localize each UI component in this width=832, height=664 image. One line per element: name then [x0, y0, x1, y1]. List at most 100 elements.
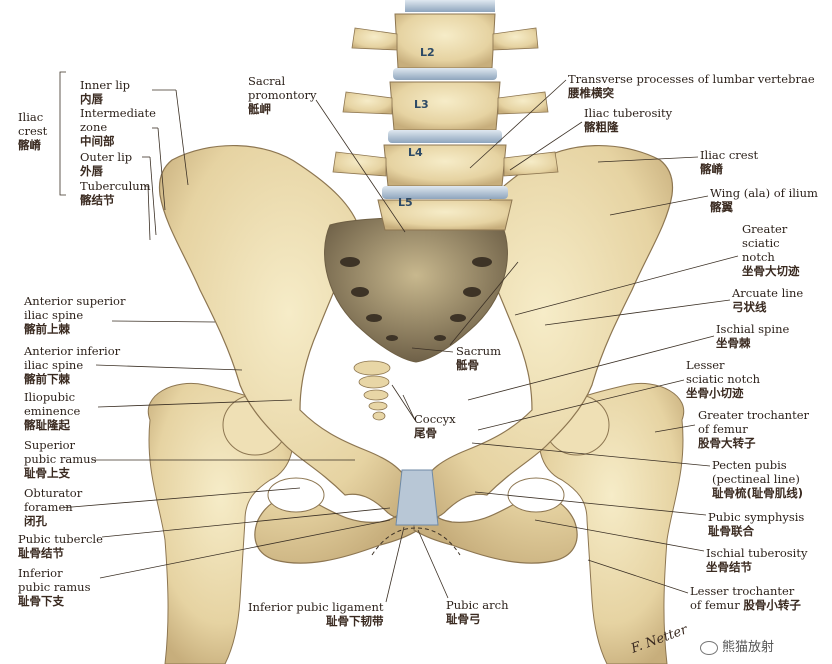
label-anterior-inferior-iliac-spine: Anterior inferior iliac spine 髂前下棘	[24, 344, 120, 386]
label-en: Intermediate	[80, 106, 156, 120]
label-en: Greater trochanter	[698, 408, 810, 422]
label-en: pubic ramus	[18, 580, 91, 594]
label-zh: 髂翼	[710, 200, 733, 214]
label-zh: 坐骨棘	[716, 336, 751, 350]
label-en: Greater	[742, 222, 788, 236]
label-anterior-superior-iliac-spine: Anterior superior iliac spine 髂前上棘	[24, 294, 125, 336]
sacrum	[324, 217, 508, 363]
label-inner-lip: Inner lip 内唇	[80, 78, 130, 106]
label-en: Lesser	[686, 358, 725, 372]
label-en: Superior	[24, 438, 76, 452]
label-iliac-crest-right: Iliac crest 髂嵴	[700, 148, 758, 176]
vertebra-label-l3: L3	[414, 98, 429, 111]
label-zh: 骶岬	[248, 102, 271, 116]
left-hip-bone	[158, 145, 419, 564]
label-zh: 髂结节	[80, 193, 115, 207]
label-zh: 坐骨结节	[706, 560, 752, 574]
label-pubic-arch: Pubic arch 耻骨弓	[446, 598, 508, 626]
wechat-icon	[700, 640, 718, 655]
label-zh: 耻骨弓	[446, 612, 481, 626]
label-pubic-symphysis: Pubic symphysis 耻骨联合	[708, 510, 804, 538]
watermark-text: 熊猫放射	[722, 640, 775, 655]
label-en: sciatic notch	[686, 372, 761, 386]
label-wing-of-ilium: Wing (ala) of ilium 髂翼	[710, 186, 818, 214]
label-intermediate-zone: Intermediate zone 中间部	[80, 106, 156, 148]
label-en: sciatic	[742, 236, 780, 250]
label-arcuate-line: Arcuate line 弓状线	[732, 286, 803, 314]
label-zh: 闭孔	[24, 514, 47, 528]
label-en: Sacral	[248, 74, 286, 88]
label-en: Ischial spine	[716, 322, 790, 336]
label-greater-sciatic-notch: Greater sciatic notch 坐骨大切迹	[742, 222, 800, 278]
label-zh: 尾骨	[414, 426, 437, 440]
watermark: 熊猫放射	[700, 636, 774, 655]
label-zh: 股骨大转子	[698, 436, 756, 450]
label-zh: 坐骨小切迹	[686, 386, 744, 400]
label-en: Inner lip	[80, 78, 131, 92]
label-en: Arcuate line	[732, 286, 804, 300]
label-en: Iliac tuberosity	[584, 106, 673, 120]
label-en: notch	[742, 250, 775, 264]
leader-lines	[59, 71, 739, 603]
label-en: Iliac crest	[700, 148, 759, 162]
lumbar-spine	[332, 0, 559, 231]
label-en: Iliopubic	[24, 390, 76, 404]
label-en: eminence	[24, 404, 81, 418]
label-en: Inferior	[18, 566, 63, 580]
label-lesser-trochanter: Lesser trochanter of femur 股骨小转子	[690, 584, 801, 612]
label-en: crest	[18, 124, 48, 138]
label-zh: 股骨小转子	[743, 598, 801, 612]
label-transverse-processes: Transverse processes of lumbar vertebrae…	[568, 72, 815, 100]
label-en: promontory	[248, 88, 317, 102]
label-en: foramen	[24, 500, 73, 514]
label-en: Anterior superior	[24, 294, 126, 308]
label-zh: 内唇	[80, 92, 103, 106]
label-zh: 髂前上棘	[24, 322, 70, 336]
label-en: of femur	[698, 422, 748, 436]
label-obturator-foramen: Obturator foramen 闭孔	[24, 486, 82, 528]
pubic-symphysis-cartilage	[395, 469, 439, 526]
label-zh: 弓状线	[732, 300, 767, 314]
coccyx	[353, 360, 391, 421]
label-zh: 耻骨上支	[24, 466, 70, 480]
label-en: Ischial tuberosity	[706, 546, 808, 560]
label-iliopubic-eminence: Iliopubic eminence 髂耻隆起	[24, 390, 80, 432]
label-en: Coccyx	[414, 412, 456, 426]
label-en: Lesser trochanter	[690, 584, 795, 598]
label-ischial-spine: Ischial spine 坐骨棘	[716, 322, 789, 350]
label-zh: 耻骨梳(耻骨肌线)	[712, 486, 804, 500]
label-en: Inferior pubic ligament	[248, 600, 384, 614]
label-lesser-sciatic-notch: Lesser sciatic notch 坐骨小切迹	[686, 358, 760, 400]
label-zh: 腰椎横突	[568, 86, 614, 100]
label-en: Iliac	[18, 110, 44, 124]
vertebra-label-l5: L5	[398, 196, 413, 209]
label-en: Pecten pubis	[712, 458, 787, 472]
label-zh: 髂前下棘	[24, 372, 70, 386]
label-greater-trochanter: Greater trochanter of femur 股骨大转子	[698, 408, 809, 450]
label-en: Transverse processes of lumbar vertebrae	[568, 72, 815, 86]
label-outer-lip: Outer lip 外唇	[80, 150, 132, 178]
label-en: Pubic arch	[446, 598, 509, 612]
label-zh: 外唇	[80, 164, 103, 178]
label-en: Pubic symphysis	[708, 510, 805, 524]
label-en: Outer lip	[80, 150, 133, 164]
right-hip-bone	[413, 145, 674, 564]
label-en: Pubic tubercle	[18, 532, 103, 546]
label-en: zone	[80, 120, 108, 134]
label-zh: 髂嵴	[700, 162, 723, 176]
label-zh: 耻骨下支	[18, 594, 64, 608]
label-inferior-pubic-ligament: Inferior pubic ligament 耻骨下韧带	[248, 600, 383, 628]
label-zh: 骶骨	[456, 358, 479, 372]
label-zh: 坐骨大切迹	[742, 264, 800, 278]
label-en: of femur	[690, 598, 740, 612]
label-zh: 髂耻隆起	[24, 418, 70, 432]
label-coccyx: Coccyx 尾骨	[414, 412, 456, 440]
label-en: Wing (ala) of ilium	[710, 186, 818, 200]
label-en: Obturator	[24, 486, 83, 500]
label-en: Anterior inferior	[24, 344, 121, 358]
vertebra-label-l2: L2	[420, 46, 435, 59]
vertebra-label-l4: L4	[408, 146, 423, 159]
label-ischial-tuberosity: Ischial tuberosity 坐骨结节	[706, 546, 807, 574]
